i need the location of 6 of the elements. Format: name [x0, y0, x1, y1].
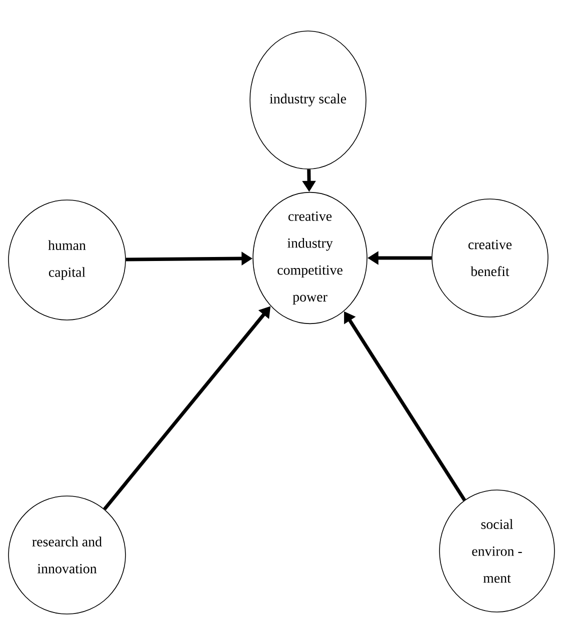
ellipse-node: human capital — [8, 200, 126, 320]
ellipse-node: industry scale — [250, 30, 366, 170]
ellipse-node: creative industry competitive power — [252, 192, 368, 324]
ellipse-node: creative benefit — [432, 198, 548, 318]
ellipse-node: research and innovation — [8, 496, 126, 614]
ellipse-node: social environ - ment — [439, 490, 555, 612]
